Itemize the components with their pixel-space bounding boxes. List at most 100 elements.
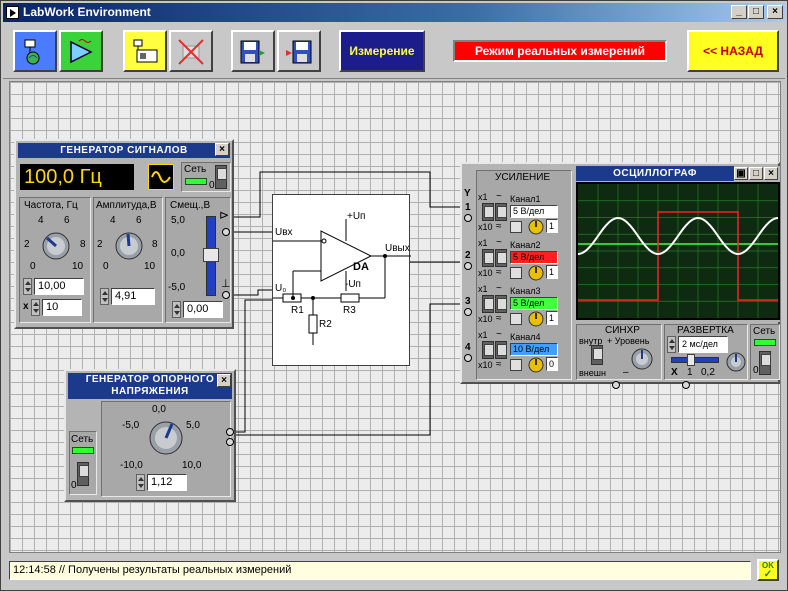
channel-coupling-switch[interactable] [495, 249, 507, 267]
channel-gain-switch[interactable] [482, 203, 494, 221]
channel-volts-per-div[interactable]: 5 В/дел [510, 251, 558, 264]
title-bar: LabWork Environment _ □ × [3, 3, 785, 22]
channel-coupling-switch[interactable] [495, 203, 507, 221]
input-4-terminal[interactable] [464, 354, 472, 362]
input-2-terminal[interactable] [464, 262, 472, 270]
freq-spin[interactable] [23, 278, 32, 295]
sweep-value[interactable]: 2 мс/дел [678, 336, 728, 353]
ref-scale-minus5: -5,0 [122, 420, 140, 431]
offset-section: Смещ.,В 5,0 0,0 -5,0 0,00 [165, 197, 231, 323]
scheme-button[interactable] [123, 30, 167, 72]
offset-slider-thumb[interactable] [203, 248, 219, 262]
save-button[interactable] [231, 30, 275, 72]
amplifier-button[interactable] [59, 30, 103, 72]
channel-position-knob[interactable] [528, 219, 544, 235]
freq-mult-spin[interactable] [31, 299, 40, 316]
channel-coupling-switch[interactable] [495, 295, 507, 313]
channel-gain-switch[interactable] [482, 249, 494, 267]
refgen-output-terminal[interactable] [226, 428, 234, 436]
back-button[interactable]: << НАЗАД [687, 30, 779, 72]
amplitude-section: Амплитуда,В 4 6 2 8 0 10 4,91 [93, 197, 163, 323]
offset-spin[interactable] [172, 301, 181, 318]
waveform-selector[interactable] [148, 164, 174, 190]
channel-volts-per-div[interactable]: 10 В/дел [510, 343, 558, 356]
circuit-icon [24, 39, 40, 65]
frequency-multiplier[interactable]: 10 [42, 299, 82, 316]
channel-name: Канал3 [510, 286, 541, 296]
scope-maximize-button[interactable]: □ [749, 167, 763, 180]
refgen-power-led [72, 447, 94, 454]
ac-coupling-icon: ~ [496, 191, 502, 202]
frequency-value[interactable]: 10,00 [34, 278, 84, 295]
reference-value[interactable]: 1,12 [147, 474, 187, 491]
scope-close-button[interactable]: × [764, 167, 778, 180]
channel-x10-label: x10 [478, 222, 493, 232]
channel-gain-switch[interactable] [482, 295, 494, 313]
input-1-terminal[interactable] [464, 214, 472, 222]
sync-external-terminal[interactable] [612, 381, 620, 389]
load-button[interactable] [277, 30, 321, 72]
sweep-fine-knob[interactable] [725, 351, 747, 373]
sweep-spin[interactable] [667, 336, 676, 353]
maximize-button[interactable]: □ [748, 5, 764, 19]
sweep-x-label: X [671, 367, 678, 378]
status-bar: 12:14:58 // Получены результаты реальных… [9, 561, 751, 580]
minimize-button[interactable]: _ [731, 5, 747, 19]
siggen-output-terminal[interactable] [222, 228, 230, 236]
sweep-title: РАЗВЕРТКА [677, 325, 734, 336]
frequency-knob[interactable] [39, 229, 73, 263]
sync-level-knob[interactable] [629, 346, 655, 372]
scope-print-button[interactable]: ▣ [734, 167, 748, 180]
channel-multiplier[interactable]: 1 [546, 311, 558, 325]
refgen-ground-terminal[interactable] [226, 438, 234, 446]
channel-volts-per-div[interactable]: 5 В/дел [510, 205, 558, 218]
channel-multiplier[interactable]: 1 [546, 219, 558, 233]
ref-spin[interactable] [136, 474, 145, 491]
input-3-terminal[interactable] [464, 308, 472, 316]
channel-enable-button[interactable] [510, 267, 522, 279]
channel-enable-button[interactable] [510, 221, 522, 233]
channel-coupling-switch[interactable] [495, 341, 507, 359]
siggen-power-zero: 0 [209, 180, 215, 191]
disabled-tool-button[interactable] [169, 30, 213, 72]
ac-coupling-icon: ~ [496, 329, 502, 340]
input-4-label: 4 [465, 342, 471, 353]
amp-spin[interactable] [100, 288, 109, 305]
measure-button[interactable]: Измерение [339, 30, 425, 72]
window-title: LabWork Environment [23, 5, 151, 19]
amplitude-knob[interactable] [112, 229, 146, 263]
close-button[interactable]: × [767, 5, 783, 19]
circuit-button[interactable] [13, 30, 57, 72]
ok-button[interactable]: OK ✓ [757, 559, 779, 581]
channel-position-knob[interactable] [528, 265, 544, 281]
sync-source-switch[interactable] [591, 345, 603, 365]
channel-position-knob[interactable] [528, 311, 544, 327]
signal-generator-close[interactable]: × [215, 143, 229, 156]
ref-scale-minus10: -10,0 [120, 460, 143, 471]
channel-x10-label: x10 [478, 314, 493, 324]
scope-power-switch[interactable] [759, 351, 771, 375]
amplitude-value[interactable]: 4,91 [111, 288, 155, 305]
channel-position-knob[interactable] [528, 357, 544, 373]
sweep-slider-track[interactable] [671, 357, 719, 363]
refgen-power-switch[interactable] [77, 462, 89, 486]
sweep-slider-thumb[interactable] [687, 354, 695, 366]
sweep-external-terminal[interactable] [682, 381, 690, 389]
reference-knob[interactable] [146, 418, 186, 458]
offset-scale-bottom: -5,0 [168, 282, 186, 293]
channel-multiplier[interactable]: 0 [546, 357, 558, 371]
channel-name: Канал1 [510, 194, 541, 204]
reference-generator-close[interactable]: × [217, 374, 231, 387]
siggen-ground-terminal[interactable] [222, 291, 230, 299]
label-u-in: Uвх [275, 227, 293, 238]
freq-scale-0: 0 [30, 261, 36, 272]
channel-multiplier[interactable]: 1 [546, 265, 558, 279]
siggen-power-switch[interactable] [215, 165, 227, 189]
channel-x10-label: x10 [478, 360, 493, 370]
offset-value[interactable]: 0,00 [183, 301, 223, 318]
channel-volts-per-div[interactable]: 5 В/дел [510, 297, 558, 310]
channel-gain-switch[interactable] [482, 341, 494, 359]
channel-enable-button[interactable] [510, 313, 522, 325]
refgen-power-zero: 0 [71, 480, 77, 491]
channel-enable-button[interactable] [510, 359, 522, 371]
